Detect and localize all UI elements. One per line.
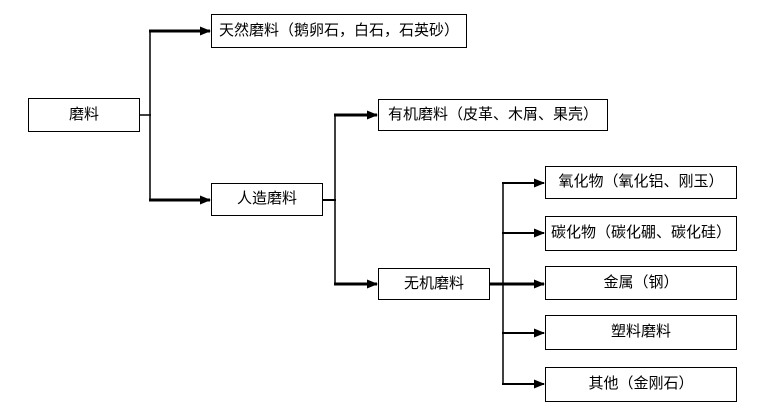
node-artificial-abrasive: 人造磨料 bbox=[211, 183, 323, 216]
node-metal: 金属（钢） bbox=[545, 266, 737, 300]
node-abrasive: 磨料 bbox=[28, 98, 140, 132]
node-carbide: 碳化物（碳化硼、碳化硅） bbox=[545, 216, 737, 251]
node-inorganic-abrasive: 无机磨料 bbox=[378, 268, 490, 300]
node-plastic-abrasive: 塑料磨料 bbox=[545, 315, 737, 350]
node-other: 其他（金刚石） bbox=[545, 367, 737, 402]
node-natural-abrasive: 天然磨料（鹅卵石，白石，石英砂） bbox=[211, 14, 467, 48]
node-organic-abrasive: 有机磨料（皮革、木屑、果壳） bbox=[378, 99, 608, 131]
node-oxide: 氧化物（氧化铝、刚玉） bbox=[545, 166, 737, 199]
